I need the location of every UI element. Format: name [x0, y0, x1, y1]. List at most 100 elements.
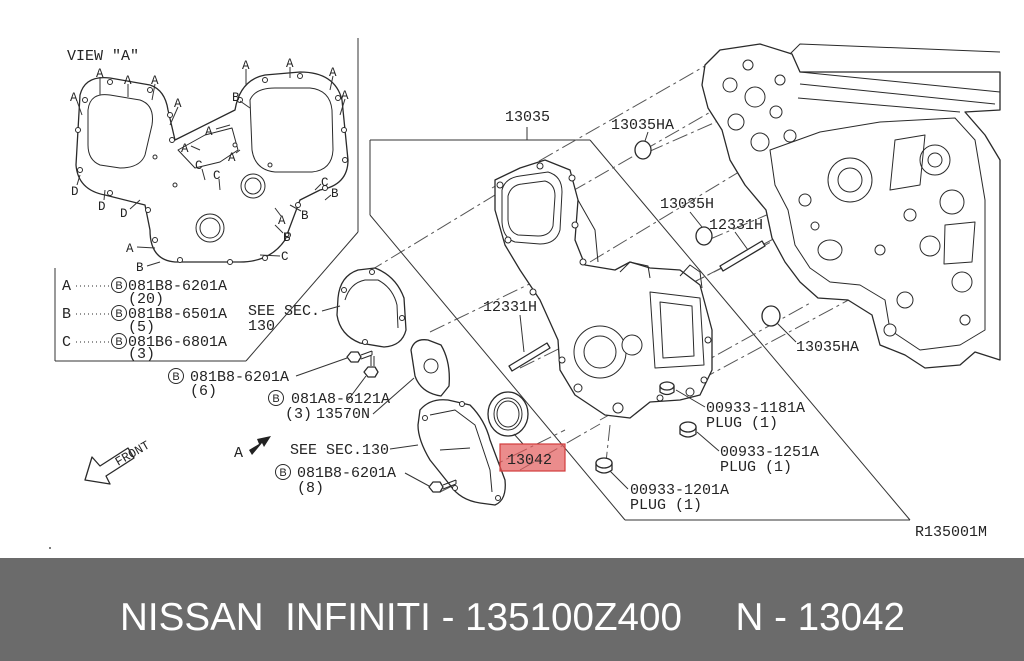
label-plug-1181-part: 00933-1181A	[706, 400, 805, 417]
front-timing-cover	[494, 159, 713, 419]
label-front-cover-assembly: 13035	[505, 109, 550, 126]
inset-view-a: VIEW "A"	[54, 38, 359, 363]
label-plug-1201-desc: PLUG (1)	[630, 497, 702, 514]
label-gasket-13570n: 13570N	[316, 406, 370, 423]
label-see-section-upper-line2: 130	[248, 318, 275, 335]
gasket-upper-ring	[634, 140, 652, 160]
legend-quantity: (3)	[128, 346, 155, 363]
label-bolts-6: B 081B8-6201A (6)	[168, 368, 289, 400]
inset-title: VIEW "A"	[67, 48, 139, 65]
bolt-spec-circle-letter: B	[272, 393, 279, 405]
inset-callout-letter: C	[281, 250, 289, 264]
front-cover-outline	[494, 159, 713, 419]
bolt-spec-quantity: (6)	[190, 383, 217, 400]
legend-circle-mark	[111, 333, 127, 349]
inset-callout-letter: B	[283, 231, 291, 245]
label-plug-1251-desc: PLUG (1)	[720, 459, 792, 476]
bolt-spec-circle-mark	[268, 390, 284, 406]
inset-shaft-bore	[240, 173, 266, 199]
bolt-6	[346, 350, 373, 363]
view-a-indicator: A	[234, 436, 271, 462]
label-plug-1201-part: 00933-1201A	[630, 482, 729, 499]
inset-seal-bore-inner	[199, 217, 221, 239]
bolt-spec-circle-mark	[275, 464, 291, 480]
inset-callout-letter: A	[341, 89, 349, 103]
inset-callout-letter: A	[96, 67, 104, 81]
label-gasket-small: 13035H	[660, 196, 714, 213]
inset-callout-letter: A	[124, 74, 132, 88]
legend-row-c: C B 081B6-6801A (3)	[62, 333, 227, 363]
inset-callout-letter: D	[98, 200, 106, 214]
bolt-spec-circle-letter: B	[279, 467, 286, 479]
inset-callout-letter: A	[228, 151, 236, 165]
gasket-lower-ring	[761, 305, 781, 327]
legend-quantity: (5)	[128, 319, 155, 336]
bolt-spec-quantity: (8)	[297, 480, 324, 497]
bolt-spec-quantity: (3)	[285, 406, 312, 423]
inset-callout-letter: B	[331, 187, 339, 201]
dowel-pin-left	[508, 342, 551, 372]
legend-circle-letter: B	[115, 336, 122, 348]
inset-shaft-bore-inner	[244, 177, 262, 195]
legend-key: C	[62, 334, 71, 351]
inset-gasket-left-window	[87, 94, 153, 169]
engine-block	[701, 43, 1001, 369]
label-oil-seal: 13042	[507, 452, 552, 469]
front-arrow-icon	[84, 447, 135, 485]
legend-circle-letter: B	[115, 308, 122, 320]
bolt-spec-circle-letter: B	[172, 371, 179, 383]
label-oil-seal-highlighted: 13042	[499, 443, 566, 472]
assembly-frame	[369, 139, 911, 521]
oil-seal-13042	[487, 391, 529, 437]
inset-gasket-center-notch	[177, 127, 239, 169]
bolt-spec-circle-mark	[168, 368, 184, 384]
inset-callout-letter: A	[205, 125, 213, 139]
inset-callout-letter: A	[174, 97, 182, 111]
inset-callout-letter: D	[120, 207, 128, 221]
legend-circle-mark	[111, 305, 127, 321]
label-dowel-pin-left: 12331H	[483, 299, 537, 316]
bolt-spec-part-number: 081B8-6201A	[297, 465, 396, 482]
stray-dot	[49, 547, 51, 549]
inset-callout-letter: A	[329, 66, 337, 80]
inset-callout-letter: C	[213, 169, 221, 183]
label-bolts-8: B 081B8-6201A (8)	[275, 464, 396, 497]
inset-callout-letters: A A A A A B A A A A A A C C A C B D D D …	[70, 57, 349, 275]
block-front-face	[769, 117, 986, 351]
inset-callout-letter: A	[151, 74, 159, 88]
cylinder-head-ribs	[789, 43, 1001, 113]
upper-chain-cover	[336, 267, 407, 348]
plug-1201	[595, 457, 613, 474]
legend-key: A	[62, 278, 71, 295]
inset-callout-letter: C	[321, 176, 329, 190]
inset-callout-letter: B	[136, 261, 144, 275]
legend-row-b: B B 081B8-6501A (5)	[62, 305, 227, 336]
view-arrow-icon	[249, 436, 271, 455]
legend-circle-letter: B	[115, 280, 122, 292]
view-a-label: A	[234, 445, 243, 462]
legend-part-number: 081B8-6201A	[128, 278, 227, 295]
label-dowel-pin-right: 12331H	[709, 217, 763, 234]
inset-callout-letter: A	[242, 59, 250, 73]
inset-bolt-holes	[75, 73, 348, 265]
plug-1181	[659, 381, 675, 396]
legend-circle-mark	[111, 277, 127, 293]
inset-callout-letter: A	[286, 57, 294, 71]
bolt-spec-part-number: 081A8-6121A	[291, 391, 390, 408]
inset-callout-letter: B	[301, 209, 309, 223]
label-plug-1251-part: 00933-1251A	[720, 444, 819, 461]
inset-frame-diagonal	[245, 231, 359, 362]
inset-seal-bore	[195, 213, 225, 243]
inset-callout-letter: D	[71, 185, 79, 199]
inset-callout-letter: A	[70, 91, 78, 105]
inset-callout-letter: B	[232, 91, 240, 105]
label-gasket-lower: 13035HA	[796, 339, 859, 356]
banner-part-text: NISSAN INFINITI - 135100Z400 N - 13042	[120, 596, 905, 639]
legend-key: B	[62, 306, 71, 323]
label-see-section-upper-line1: SEE SEC.	[248, 303, 320, 320]
bottom-banner	[0, 558, 1024, 661]
gasket-small-ring	[695, 226, 713, 246]
label-plug-1181-desc: PLUG (1)	[706, 415, 778, 432]
label-gasket-upper: 13035HA	[611, 117, 674, 134]
